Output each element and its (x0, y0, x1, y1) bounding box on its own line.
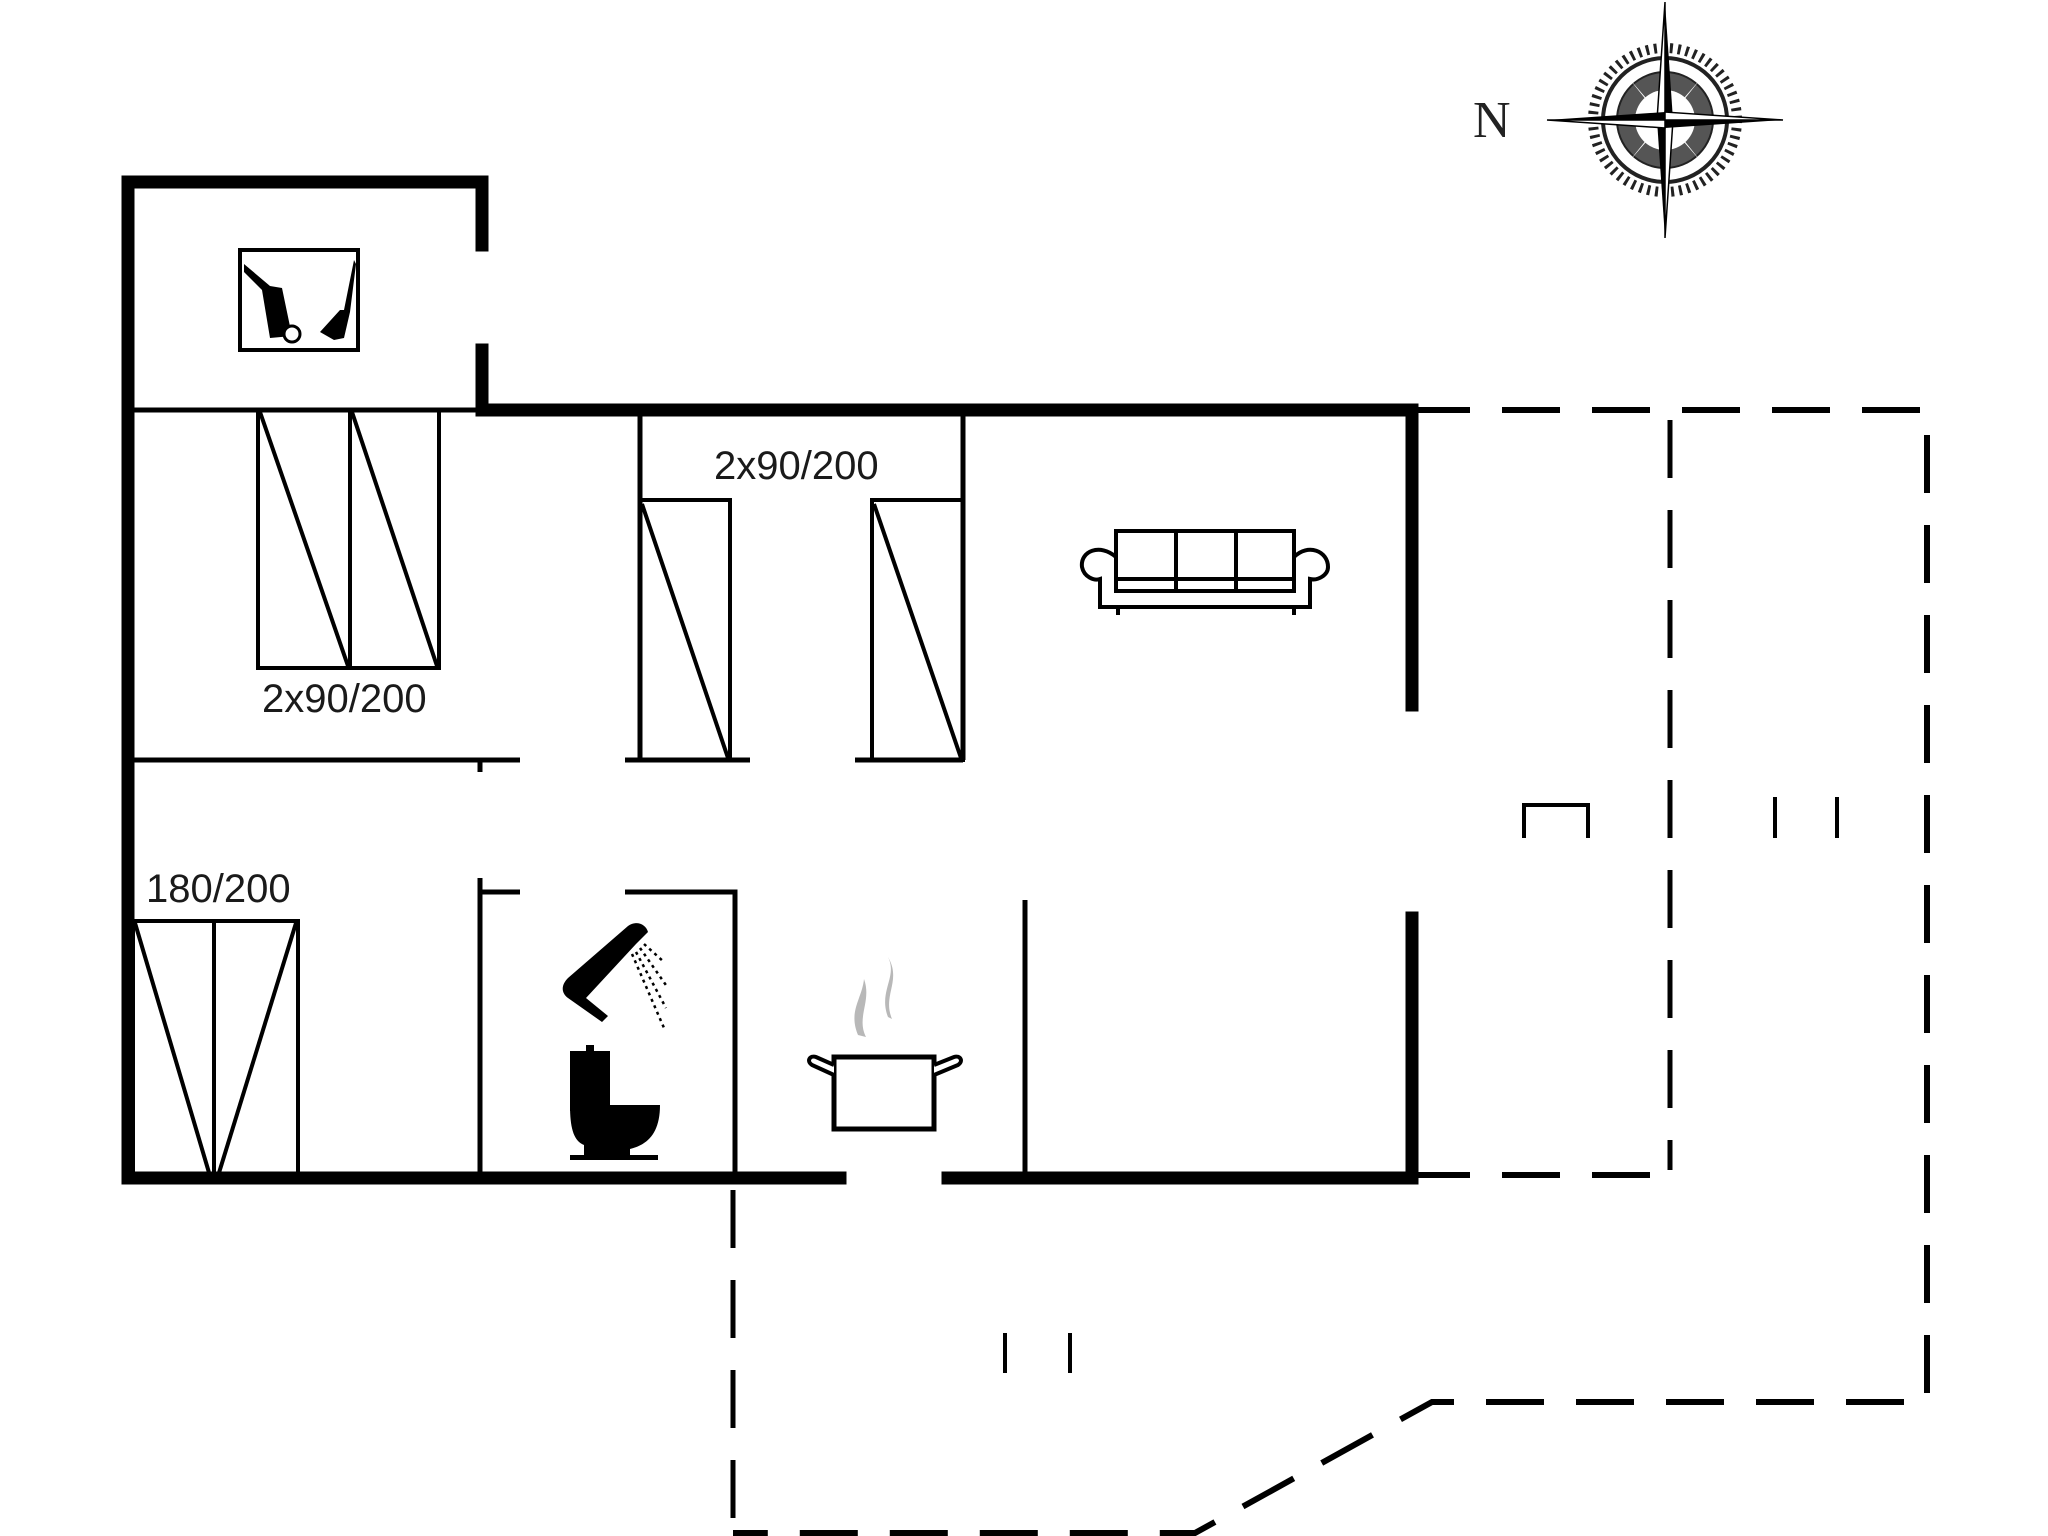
terrace-outline (730, 407, 1930, 1536)
compass: N (1473, 1, 1784, 239)
bed-twin-top-middle: 2x90/200 (638, 444, 965, 762)
sofa-icon (1079, 529, 1331, 615)
north-label: N (1473, 92, 1511, 149)
bed-double-single-top-left: 2x90/200 (256, 408, 441, 721)
cooking-pot-icon (807, 957, 963, 1132)
compass-rose-icon (1546, 1, 1784, 239)
cleaning-tools-icon (238, 248, 360, 352)
bed-size-label: 2x90/200 (262, 677, 427, 721)
bed-size-label: 180/200 (146, 867, 291, 911)
step-marker (1522, 803, 1590, 838)
shower-icon (562, 923, 670, 1029)
bed-size-label: 2x90/200 (714, 444, 879, 488)
bed-double-bottom-left: 180/200 (131, 867, 300, 1180)
toilet-icon (570, 1045, 660, 1160)
